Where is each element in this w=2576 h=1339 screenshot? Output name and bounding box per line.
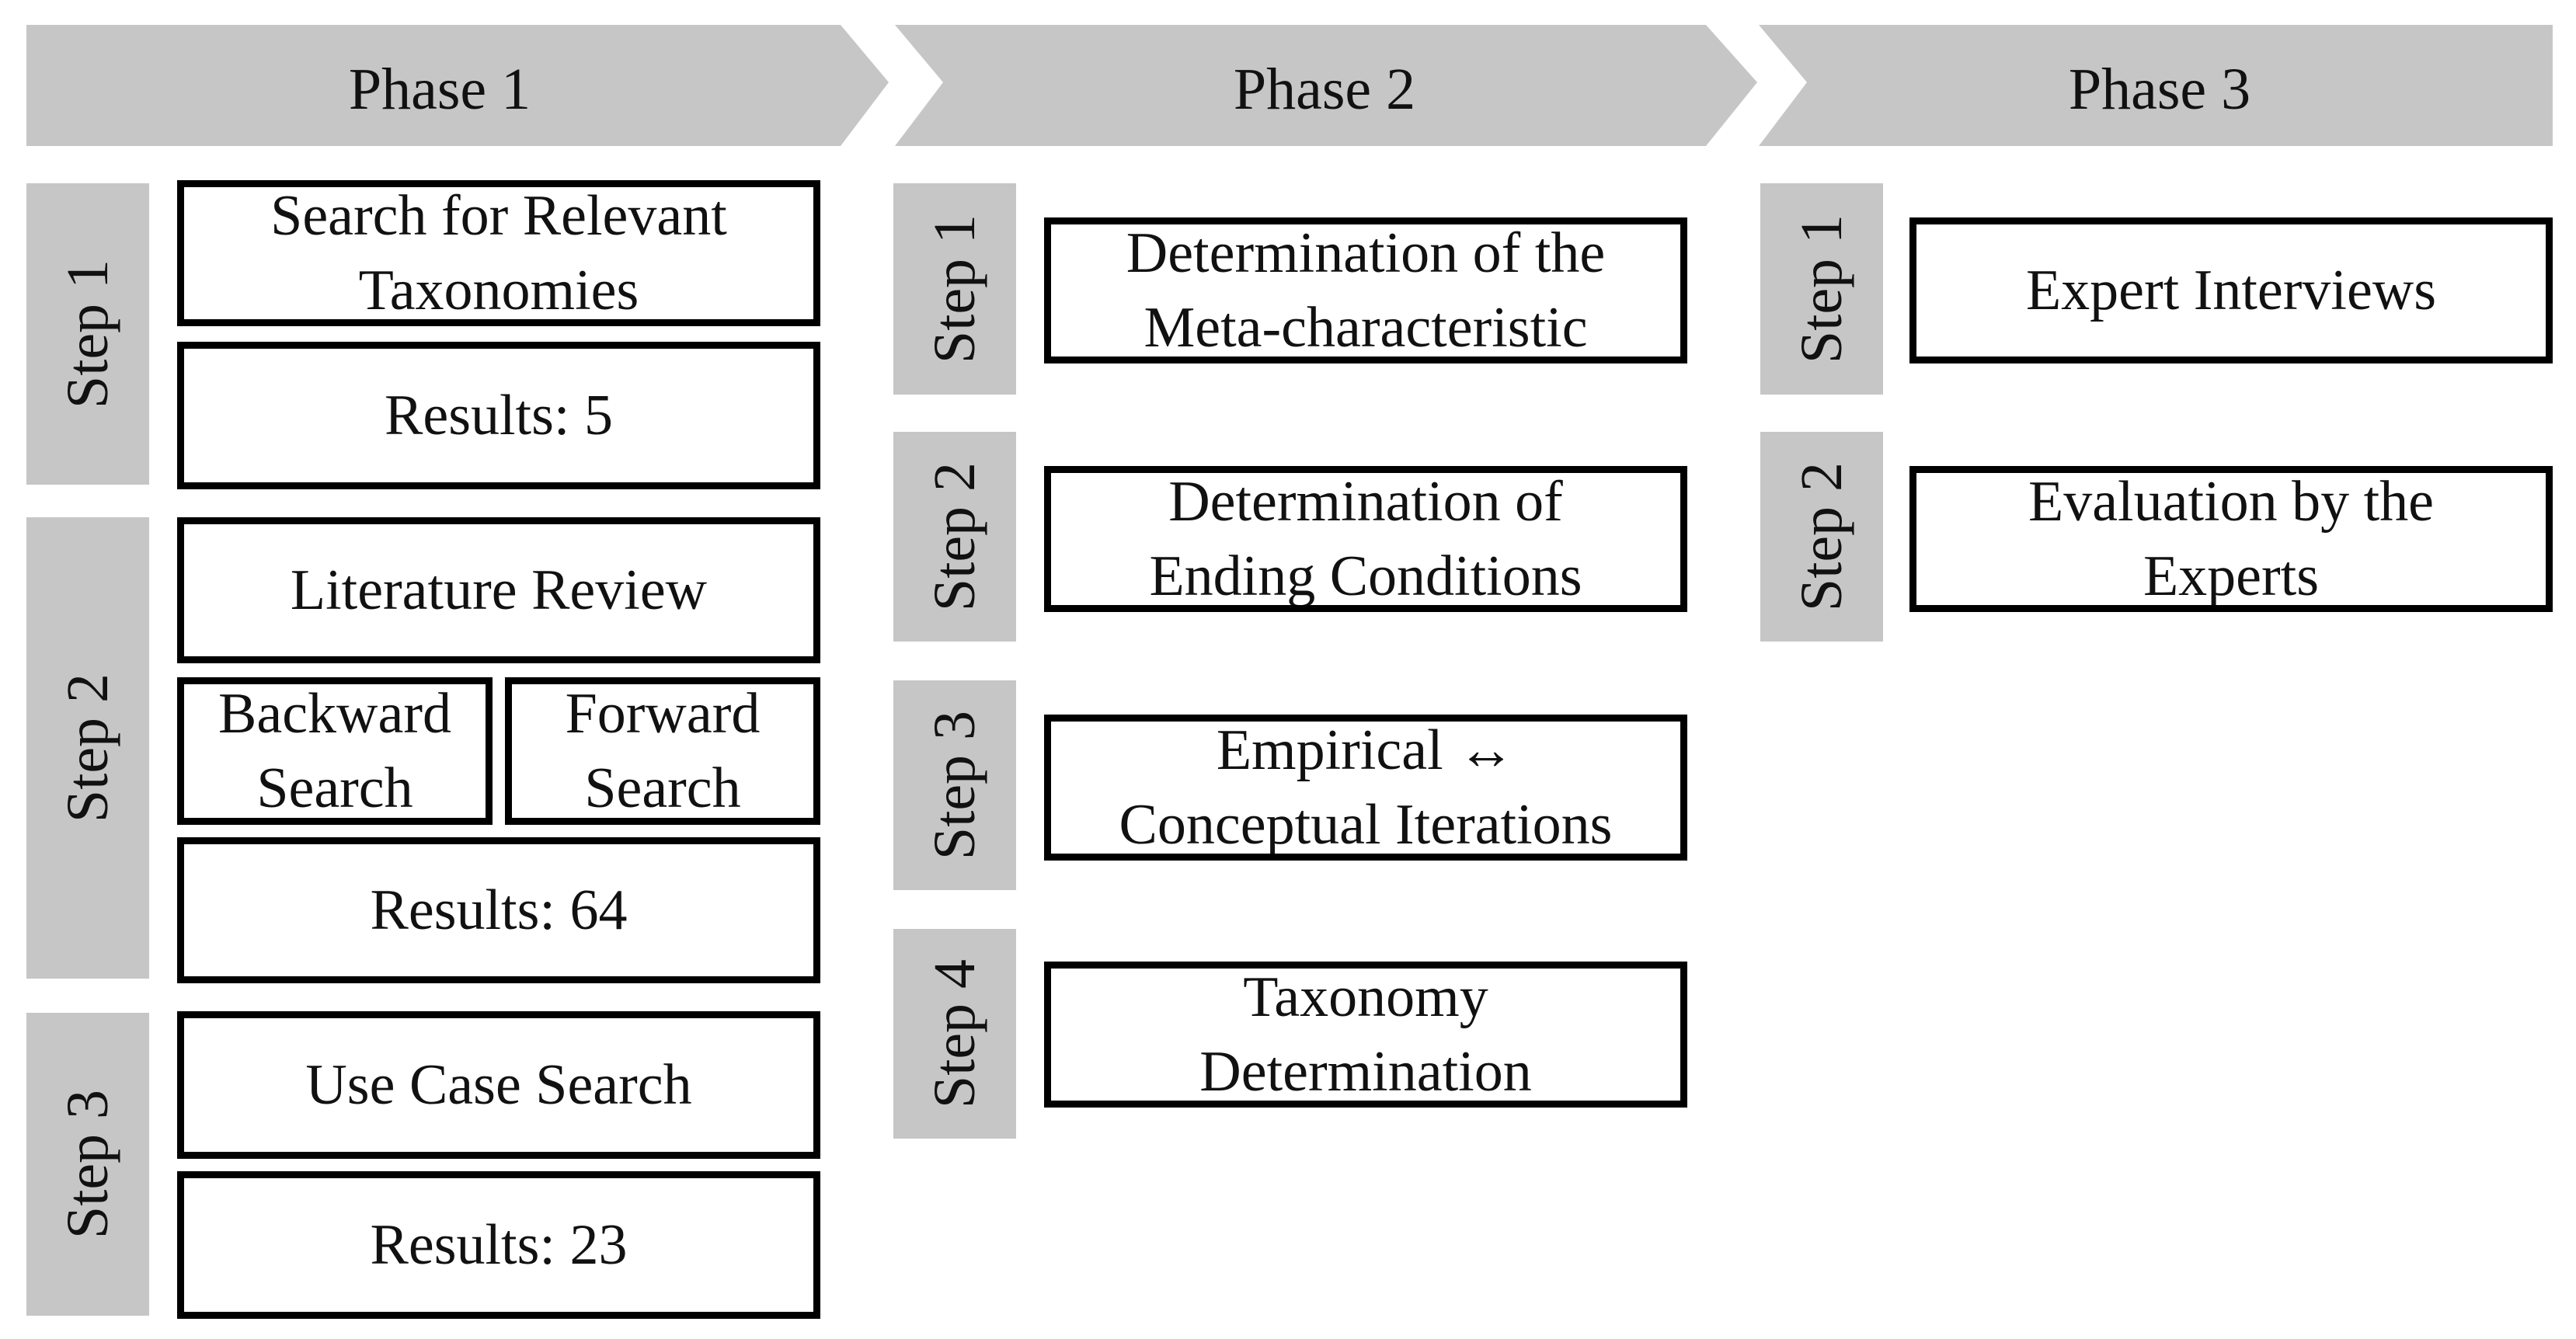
expert-interviews-box: Expert Interviews bbox=[1909, 217, 2553, 363]
phase-1-step-1-results-box: Results: 5 bbox=[177, 342, 820, 489]
phase-2-step-4-tab: Step 4 bbox=[893, 929, 1016, 1139]
phase-1-step-1-tab: Step 1 bbox=[26, 183, 149, 485]
empirical-conceptual-iterations-box: Empirical ↔ Conceptual Iterations bbox=[1044, 715, 1687, 861]
phase-3-step-1-label: Step 1 bbox=[1789, 214, 1854, 364]
phase-1-step-1-label: Step 1 bbox=[55, 259, 120, 409]
phase-2-step-3-label: Step 3 bbox=[922, 710, 987, 861]
search-relevant-taxonomies-box: Search for Relevant Taxonomies bbox=[177, 180, 820, 326]
phase-2-step-2-tab: Step 2 bbox=[893, 432, 1016, 642]
phase-2-step-2-label: Step 2 bbox=[922, 461, 987, 612]
phase-1-label: Phase 1 bbox=[348, 57, 531, 122]
evaluation-by-experts-box: Evaluation by the Experts bbox=[1909, 466, 2553, 612]
phase-1-chevron bbox=[26, 25, 889, 146]
literature-review-box: Literature Review bbox=[177, 517, 820, 663]
phase-1-step-2-results-box: Results: 64 bbox=[177, 837, 820, 983]
phase-2-step-3-tab: Step 3 bbox=[893, 680, 1016, 890]
phase-3-step-1-tab: Step 1 bbox=[1760, 183, 1883, 395]
phase-1-step-2-tab: Step 2 bbox=[26, 517, 149, 979]
phase-2-step-4-label: Step 4 bbox=[922, 958, 987, 1109]
phase-3-label: Phase 3 bbox=[2068, 57, 2251, 122]
phase-2-step-1-label: Step 1 bbox=[922, 214, 987, 364]
forward-search-box: Forward Search bbox=[505, 677, 820, 825]
meta-characteristic-box: Determination of the Meta-characteristic bbox=[1044, 217, 1687, 363]
phase-3-chevron bbox=[1759, 25, 2553, 146]
phase-2-chevron bbox=[895, 25, 1757, 146]
ending-conditions-box: Determination of Ending Conditions bbox=[1044, 466, 1687, 612]
phase-1-step-3-label: Step 3 bbox=[55, 1089, 120, 1240]
phase-1-step-2-label: Step 2 bbox=[55, 673, 120, 823]
use-case-search-box: Use Case Search bbox=[177, 1011, 820, 1159]
phase-2-label: Phase 2 bbox=[1233, 57, 1416, 122]
backward-search-box: Backward Search bbox=[177, 677, 493, 825]
phase-3-step-2-label: Step 2 bbox=[1789, 461, 1854, 612]
phase-1-step-3-tab: Step 3 bbox=[26, 1013, 149, 1316]
phase-2-step-1-tab: Step 1 bbox=[893, 183, 1016, 395]
phase-3-step-2-tab: Step 2 bbox=[1760, 432, 1883, 642]
phase-1-step-3-results-box: Results: 23 bbox=[177, 1171, 820, 1319]
taxonomy-determination-box: Taxonomy Determination bbox=[1044, 962, 1687, 1108]
